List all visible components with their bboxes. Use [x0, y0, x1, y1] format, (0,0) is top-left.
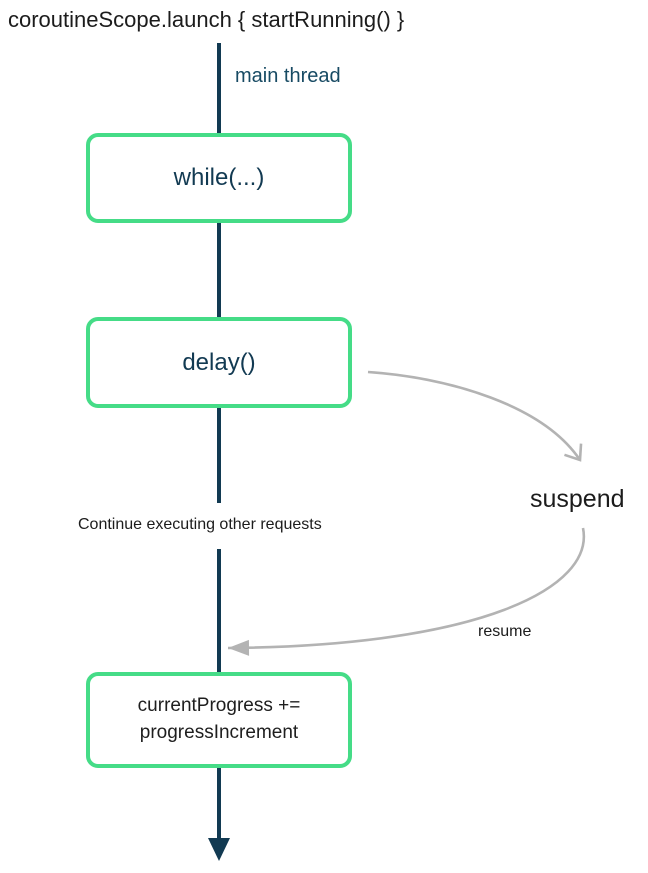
- suspend-arrow: [367, 370, 583, 462]
- diagram-title: coroutineScope.launch { startRunning() }: [8, 7, 405, 32]
- progress-increment-box: currentProgress += progressIncrement: [86, 672, 352, 768]
- suspend-label: suspend: [530, 485, 625, 513]
- progress-increment-line2: progressIncrement: [139, 722, 299, 743]
- continue-executing-note: Continue executing other requests: [78, 516, 322, 533]
- while-loop-box: while(...): [86, 133, 352, 223]
- progress-increment-label: currentProgress += progressIncrement: [138, 693, 301, 746]
- delay-box: delay(): [86, 317, 352, 408]
- resume-label: resume: [478, 623, 532, 640]
- thread-down-arrowhead-icon: [208, 838, 230, 861]
- main-thread-label: main thread: [235, 65, 341, 87]
- progress-increment-line1: currentProgress +=: [137, 695, 301, 717]
- main-thread-line-upper: [217, 43, 221, 503]
- while-loop-label: while(...): [173, 164, 265, 191]
- delay-label: delay(): [182, 348, 256, 376]
